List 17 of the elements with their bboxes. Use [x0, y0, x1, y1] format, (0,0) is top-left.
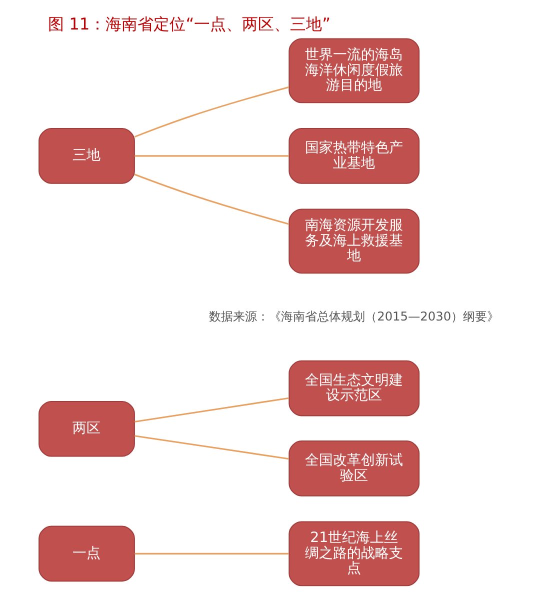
node-box: 世界一流的海岛海洋休闲度假旅游目的地: [288, 38, 420, 104]
connector: [134, 397, 289, 422]
node-box: 全国改革创新试验区: [288, 440, 420, 496]
connector: [134, 552, 289, 554]
connector: [134, 435, 289, 460]
connector: [134, 155, 289, 157]
connector: [134, 174, 290, 225]
node-box: 全国生态文明建设示范区: [288, 360, 420, 416]
connector: [134, 86, 290, 138]
node-box: 国家热带特色产业基地: [288, 128, 420, 184]
node-box: 一点: [38, 526, 135, 582]
node-box: 南海资源开发服务及海上救援基地: [288, 208, 420, 274]
node-box: 三地: [38, 128, 135, 184]
diagram-title: 图 11：海南省定位“一点、两区、三地”: [48, 14, 331, 34]
node-box: 两区: [38, 400, 135, 457]
caption: 数据来源：《海南省总体规划（2015—2030）纲要》: [209, 309, 500, 324]
node-box: 21世纪海上丝绸之路的战略支点: [288, 521, 420, 586]
